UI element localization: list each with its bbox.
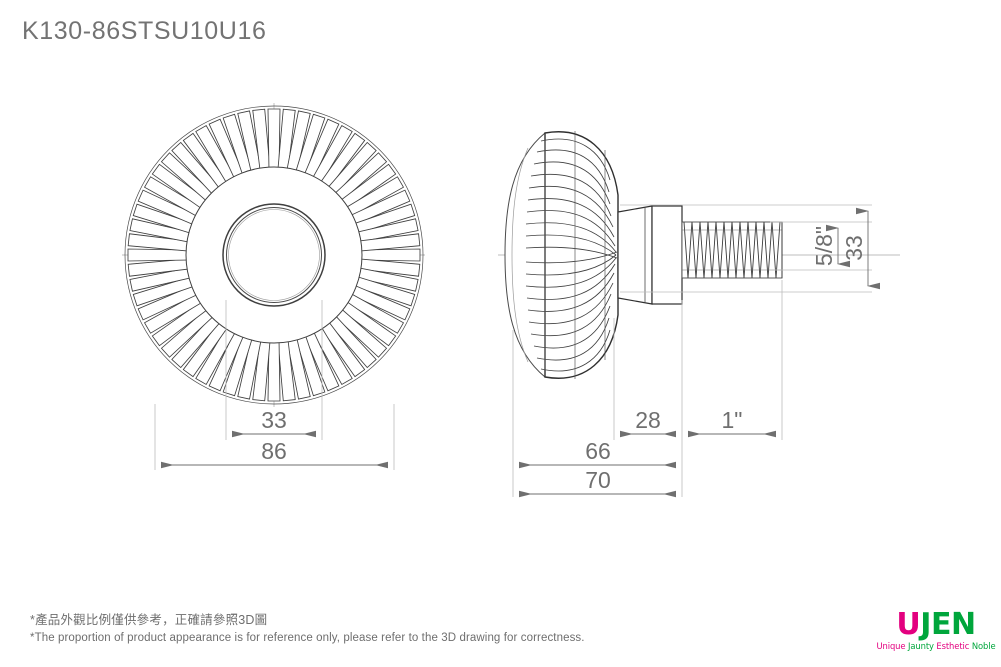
dim-label-bore-diameter: 33 (261, 407, 287, 433)
footer-notes: *產品外觀比例僅供參考，正確請參照3D圖 *The proportion of … (30, 611, 585, 648)
side-view-body-outline (544, 131, 619, 379)
footer-note-chinese: *產品外觀比例僅供參考，正確請參照3D圖 (30, 613, 268, 627)
front-view-dimensions: 33 86 (154, 300, 395, 470)
dim-label-outer-diameter: 86 (261, 438, 287, 464)
logo-tagline: Unique Jaunty Esthetic Noble (876, 642, 996, 650)
logo-letter-j: J (920, 607, 931, 642)
side-view-knurl-grooves (525, 138, 618, 372)
dim-label-body-length: 66 (585, 438, 611, 464)
dim-label-thread-length: 1" (722, 407, 743, 433)
front-view-bore-inner (226, 207, 322, 303)
logo-wordmark: UJEN (876, 610, 996, 640)
side-view-horizontal-dimensions: 28 1" 66 70 (512, 280, 783, 498)
side-view-neck (617, 205, 653, 305)
dim-label-knob-height: 33 (841, 235, 867, 261)
tagline-word-noble: Noble (971, 641, 996, 651)
footer-note-english: *The proportion of product appearance is… (30, 632, 585, 645)
front-view (122, 103, 425, 407)
side-view-rear-dome-edge (511, 147, 529, 363)
logo-letter-e: E (930, 607, 952, 642)
tagline-word-unique: Unique (876, 641, 906, 651)
side-view-vertical-dimensions: 5/8" 33 (620, 204, 880, 293)
brand-logo: UJEN Unique Jaunty Esthetic Noble (876, 610, 996, 651)
side-view-knurl-ticks (544, 131, 606, 379)
side-view-thread-profile (683, 221, 781, 279)
logo-letter-u: U (896, 607, 921, 642)
page-title: K130-86STSU10U16 (22, 17, 267, 45)
tagline-word-jaunty: Jaunty (908, 641, 934, 651)
side-view-collar (651, 205, 683, 305)
dim-label-neck-length: 28 (635, 407, 661, 433)
dim-label-thread-diameter: 5/8" (811, 226, 837, 266)
tagline-word-esthetic: Esthetic (936, 641, 970, 651)
logo-letter-n: N (950, 607, 976, 642)
dim-label-total-length: 70 (585, 467, 611, 493)
front-view-outer-circle (124, 105, 424, 405)
side-view-rear-dome (504, 132, 546, 378)
side-view (498, 131, 900, 379)
front-view-bore-chamfer (228, 209, 320, 301)
